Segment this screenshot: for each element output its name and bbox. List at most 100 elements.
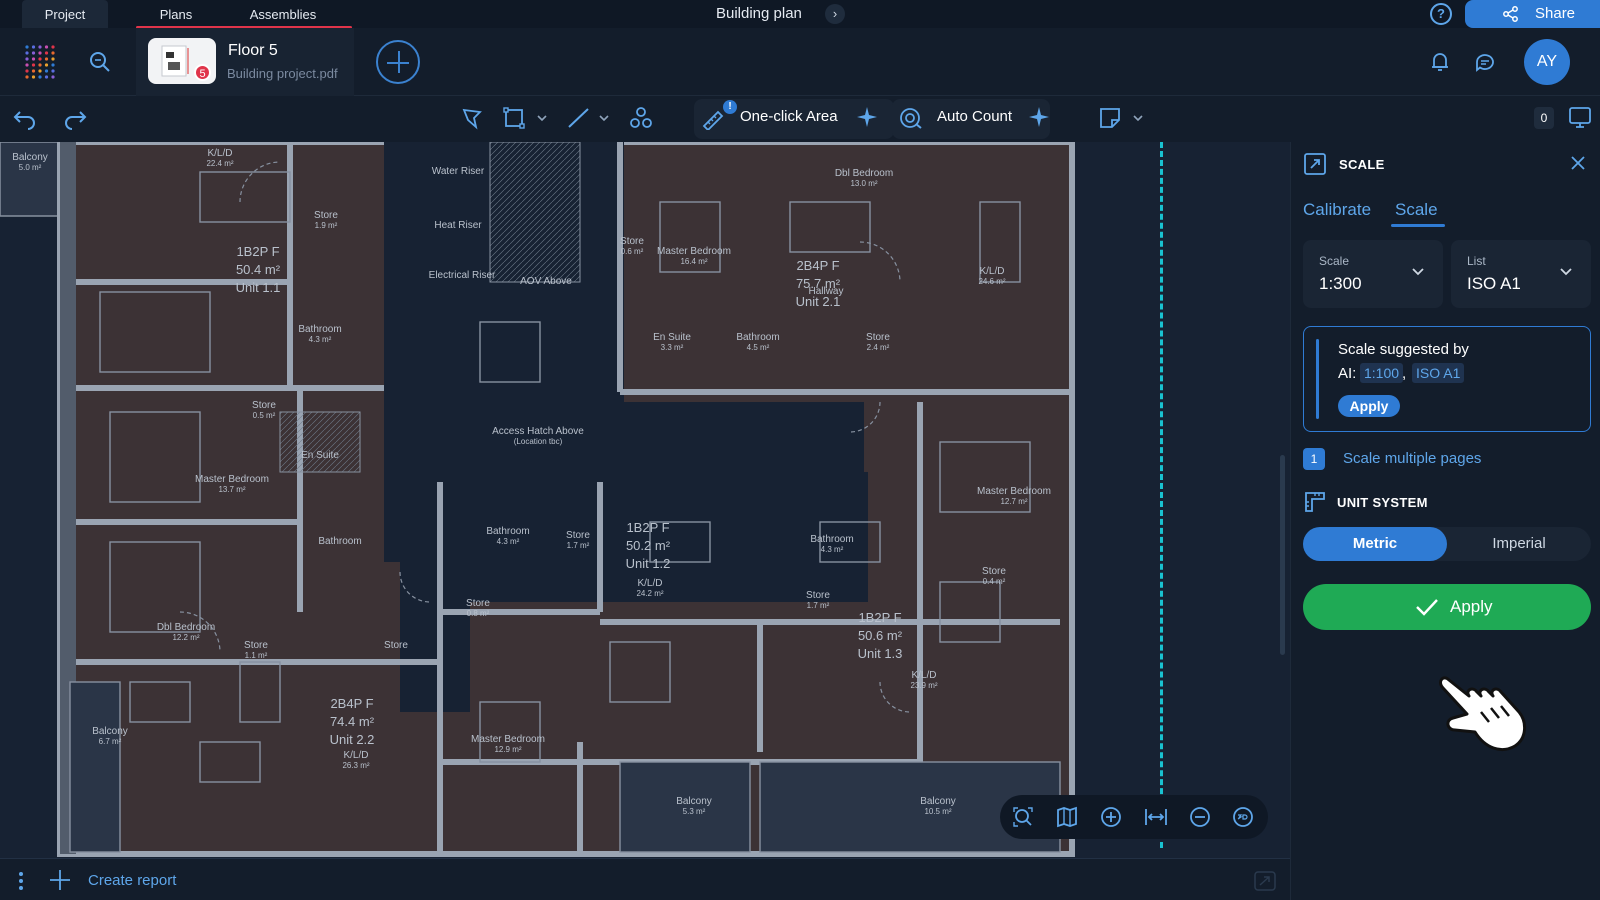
chevron-down-icon[interactable]	[536, 114, 548, 124]
auto-count-label: Auto Count	[937, 108, 1013, 125]
room-area: 5.3 m²	[683, 807, 706, 816]
room-label: Hallway	[808, 286, 843, 297]
bell-icon[interactable]	[1428, 50, 1452, 74]
more-vertical-icon[interactable]	[18, 871, 24, 891]
scale-icon	[1304, 153, 1326, 175]
pointer-hand-icon	[1439, 676, 1526, 751]
room-area: 74.4 m²	[330, 714, 375, 729]
tab-plans[interactable]: Plans	[159, 7, 193, 22]
room-area: 12.2 m²	[172, 633, 199, 642]
room-label: Store	[566, 530, 590, 541]
measure-area-icon	[702, 110, 724, 130]
vertical-scrollbar[interactable]	[1280, 455, 1285, 655]
comments-icon[interactable]	[1473, 50, 1497, 74]
tab-scale[interactable]: Scale	[1395, 200, 1438, 219]
list-select-label: List	[1467, 254, 1486, 268]
unit-metric-option[interactable]: Metric	[1303, 527, 1447, 561]
room-area: 10.5 m²	[924, 807, 951, 816]
room-area: 1.9 m²	[315, 221, 338, 230]
fit-width-icon[interactable]	[1144, 806, 1168, 828]
page-edge-guide	[1160, 142, 1163, 848]
polygon-tool-icon[interactable]	[460, 106, 486, 130]
apply-suggestion-button[interactable]: Apply	[1338, 395, 1400, 417]
redo-icon[interactable]	[62, 106, 88, 130]
tab-assemblies[interactable]: Assemblies	[249, 7, 317, 22]
list-select-value: ISO A1	[1467, 274, 1521, 293]
room-area: 4.5 m²	[747, 343, 770, 352]
room-label: 1B2P F	[858, 610, 901, 625]
scale-multiple-pages-link[interactable]: Scale multiple pages	[1343, 450, 1482, 467]
room-area: 12.9 m²	[494, 745, 521, 754]
room-label: 2B4P F	[330, 696, 373, 711]
tab-calibrate[interactable]: Calibrate	[1303, 200, 1372, 219]
zoom-out-icon[interactable]	[1189, 806, 1211, 828]
room-area: (Location tbc)	[514, 437, 563, 446]
chevron-down-icon[interactable]	[598, 114, 610, 124]
unit-label: Unit 1.2	[626, 556, 671, 571]
room-label: Heat Riser	[434, 220, 482, 231]
apply-button[interactable]: Apply	[1303, 584, 1591, 630]
count-tool-icon[interactable]	[628, 106, 654, 130]
room-label: Store	[466, 598, 490, 609]
toolbar: ! One-click Area Auto Count 0	[0, 96, 1600, 142]
room-label: Master Bedroom	[977, 486, 1051, 497]
zoom-in-icon[interactable]	[1100, 806, 1122, 828]
room-label: Bathroom	[298, 324, 341, 335]
check-icon	[1416, 599, 1438, 616]
room-area: 0.5 m²	[253, 411, 276, 420]
rectangle-tool-icon[interactable]	[502, 106, 528, 130]
room-area: 1.7 m²	[567, 541, 590, 550]
undo-icon[interactable]	[12, 106, 38, 130]
room-label: Store	[244, 640, 268, 651]
zoom-to-fit-icon[interactable]	[1012, 806, 1034, 828]
room-label: K/L/D	[911, 670, 936, 681]
share-button[interactable]: Share	[1465, 0, 1600, 28]
room-label: Bathroom	[736, 332, 779, 343]
search-icon[interactable]	[88, 50, 112, 74]
unit-label: Unit 1.3	[858, 646, 903, 661]
room-label: Water Riser	[432, 166, 485, 177]
suggested-list-chip: ISO A1	[1412, 363, 1465, 383]
room-label: 1B2P F	[626, 520, 669, 535]
scale-select-value: 1:300	[1319, 274, 1362, 293]
chevron-down-icon[interactable]	[1132, 114, 1144, 124]
top-bar: Project Plans Assemblies Building plan ›…	[0, 0, 1600, 29]
create-report-link[interactable]: Create report	[88, 872, 177, 889]
user-avatar[interactable]: AY	[1524, 39, 1570, 85]
unit-label: Unit 2.2	[330, 732, 375, 747]
file-thumbnail[interactable]	[148, 38, 216, 84]
room-area: 1.7 m²	[807, 601, 830, 610]
list-select[interactable]: List ISO A1	[1451, 240, 1591, 308]
plan-thumbnail-icon	[161, 45, 189, 77]
help-icon[interactable]: ?	[1430, 3, 1452, 25]
sticky-note-icon[interactable]	[1098, 106, 1124, 130]
room-area: 12.7 m²	[1000, 497, 1027, 506]
active-tab-indicator	[136, 26, 352, 29]
apps-grid-icon[interactable]	[24, 44, 56, 80]
scale-select[interactable]: Scale 1:300	[1303, 240, 1443, 308]
close-icon[interactable]	[1567, 152, 1589, 174]
expand-icon[interactable]	[1254, 871, 1276, 891]
chevron-right-icon[interactable]: ›	[825, 4, 845, 24]
monitor-icon[interactable]	[1568, 106, 1594, 130]
suggestion-separator: ,	[1402, 365, 1407, 382]
map-icon[interactable]	[1056, 806, 1078, 828]
line-tool-icon[interactable]	[566, 106, 592, 130]
room-area: 5.0 m²	[19, 163, 42, 172]
add-file-button[interactable]	[376, 40, 420, 84]
room-area: 50.4 m²	[236, 262, 281, 277]
scale-select-label: Scale	[1319, 254, 1350, 268]
ruler-icon	[1305, 492, 1325, 512]
3d-view-icon[interactable]	[1232, 806, 1254, 828]
room-label: Master Bedroom	[471, 734, 545, 745]
view-tools	[1000, 795, 1268, 839]
tab-project[interactable]: Project	[22, 0, 108, 28]
plus-icon[interactable]	[49, 869, 71, 891]
active-tab-indicator	[1391, 224, 1445, 227]
room-area: 0.4 m²	[983, 577, 1006, 586]
room-area: 3.3 m²	[661, 343, 684, 352]
room-label: Dbl Bedroom	[835, 168, 893, 179]
unit-imperial-option[interactable]: Imperial	[1492, 535, 1546, 552]
